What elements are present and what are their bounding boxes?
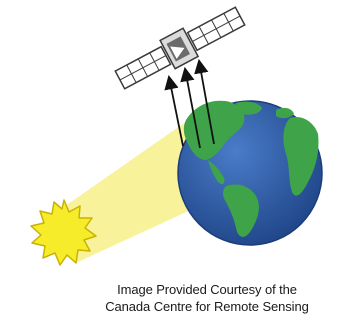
continent-south-america (223, 184, 259, 237)
caption-line-1: Image Provided Courtesy of the (117, 282, 297, 297)
sun-icon (30, 199, 97, 266)
satellite-icon (114, 6, 246, 90)
image-credit-caption: Image Provided Courtesy of the Canada Ce… (84, 281, 330, 315)
caption-line-2: Canada Centre for Remote Sensing (105, 299, 309, 314)
continent-africa (283, 116, 319, 196)
earth-globe-icon (177, 100, 323, 246)
reflected-energy-arrows (164, 58, 215, 149)
